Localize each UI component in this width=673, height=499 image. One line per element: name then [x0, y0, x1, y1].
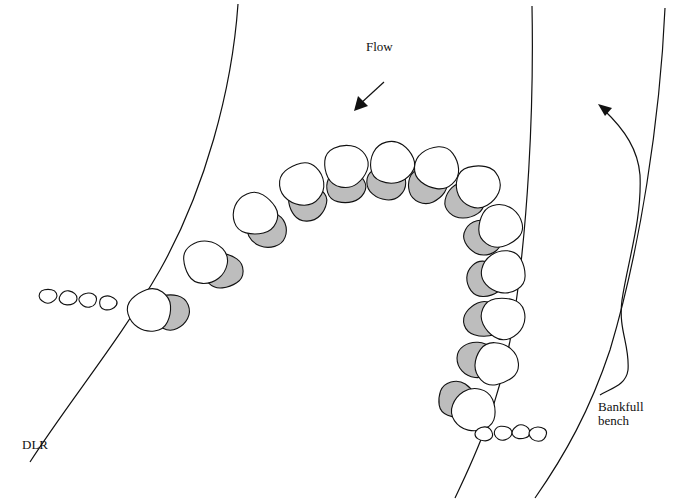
bench-label: Bankfull bench [598, 400, 668, 429]
left-bank-line [30, 4, 238, 462]
boulder [529, 427, 547, 441]
boulder [494, 426, 512, 440]
boulder [512, 425, 530, 439]
boulder [233, 192, 278, 234]
boulder [39, 289, 57, 303]
boulder [456, 166, 500, 208]
flow-arrow-shaft [360, 82, 384, 104]
boulder [451, 389, 495, 431]
boulder [59, 291, 77, 305]
boulder [325, 145, 369, 187]
flow-label: Flow [366, 40, 426, 54]
bench-leader-line [600, 110, 640, 395]
boulder [479, 205, 523, 248]
boulder [184, 241, 228, 283]
boulder [481, 298, 525, 340]
boulder [414, 147, 458, 189]
boulder [127, 289, 170, 332]
boulder [371, 141, 415, 183]
boulder [475, 427, 493, 441]
flow-arrowhead [354, 96, 368, 111]
boulder [279, 163, 323, 205]
bank-label: DLR [22, 438, 82, 452]
boulder [100, 296, 118, 310]
boulder-structure [39, 141, 546, 441]
boulder [475, 343, 518, 385]
boulder [79, 293, 97, 307]
boulder [481, 251, 525, 293]
bench-arrowhead [598, 104, 612, 116]
